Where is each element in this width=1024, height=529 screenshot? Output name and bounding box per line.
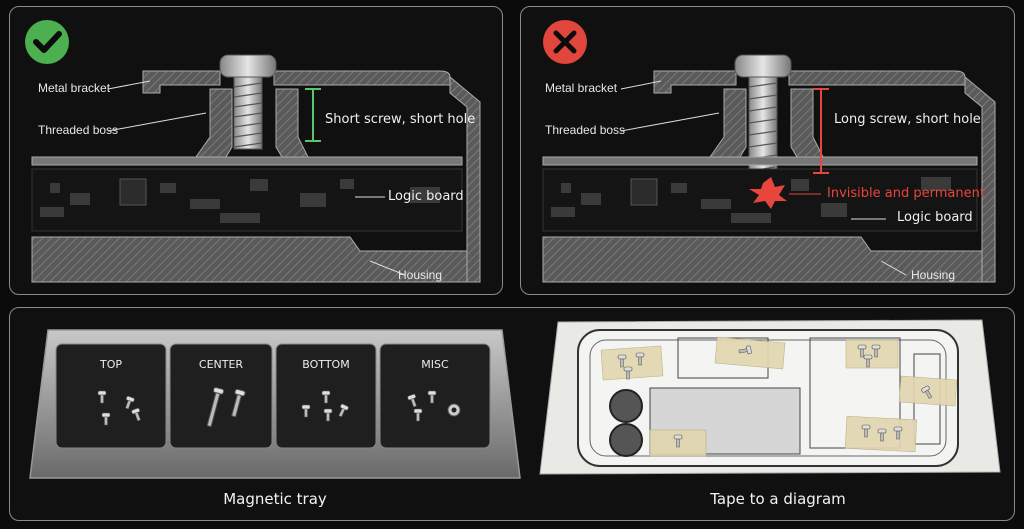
tray-label-misc: MISC	[421, 358, 449, 371]
boss-label: Threaded boss	[545, 123, 625, 137]
boss-label: Threaded boss	[38, 123, 118, 137]
screw-note-label: Short screw, short hole	[325, 112, 475, 127]
tray-compartment-misc	[379, 343, 491, 449]
x-icon	[543, 20, 587, 64]
screw-storage-panel: TOP CENTER BOTTOM MISC Magnetic tray	[9, 307, 1015, 521]
threaded-boss-right	[790, 88, 824, 158]
tape-strip	[600, 345, 664, 381]
tray-caption: Magnetic tray	[223, 490, 327, 508]
metal-bracket-left	[142, 70, 221, 94]
camera-lens	[609, 423, 643, 457]
metal-bracket-right	[273, 70, 451, 86]
tray-label-top: TOP	[99, 358, 122, 371]
housing-base	[542, 236, 983, 283]
tray-compartment-top	[55, 343, 167, 449]
housing-base	[31, 236, 468, 283]
wrong-screw-panel: Metal bracket Threaded boss Long screw, …	[520, 6, 1015, 295]
tray-label-bottom: BOTTOM	[302, 358, 349, 371]
tray-label-center: CENTER	[199, 358, 244, 371]
correct-cross-section: Metal bracket Threaded boss Short screw,…	[25, 20, 481, 283]
mid-plate	[542, 156, 978, 166]
housing-label: Housing	[398, 268, 442, 282]
correct-screw-panel: Metal bracket Threaded boss Short screw,…	[9, 6, 503, 295]
phone-diagram	[539, 319, 1001, 475]
wrong-cross-section: Metal bracket Threaded boss Long screw, …	[542, 20, 996, 283]
magnetic-tray: TOP CENTER BOTTOM MISC	[29, 329, 521, 479]
tray-compartment-center	[169, 343, 273, 449]
bracket-label: Metal bracket	[545, 81, 618, 95]
diagram-caption: Tape to a diagram	[709, 490, 846, 508]
threaded-boss-left	[195, 88, 233, 158]
board-label: Logic board	[897, 210, 973, 225]
threaded-boss-right	[275, 88, 309, 158]
screw-note-label: Long screw, short hole	[834, 112, 981, 127]
metal-bracket-right	[788, 70, 966, 86]
camera-lens	[609, 389, 643, 423]
depth-marker	[813, 88, 829, 174]
check-icon	[25, 20, 69, 64]
damage-label: Invisible and permanent	[827, 186, 985, 201]
damage-burst	[749, 177, 787, 209]
bracket-label: Metal bracket	[38, 81, 111, 95]
board-label: Logic board	[388, 189, 464, 204]
tape-strip	[845, 339, 899, 369]
housing-label: Housing	[911, 268, 955, 282]
short-screw	[219, 54, 277, 150]
mid-plate	[31, 156, 463, 166]
depth-marker	[305, 88, 321, 142]
storage-illustration: TOP CENTER BOTTOM MISC Magnetic tray	[29, 319, 1001, 508]
threaded-boss-left	[709, 88, 747, 158]
